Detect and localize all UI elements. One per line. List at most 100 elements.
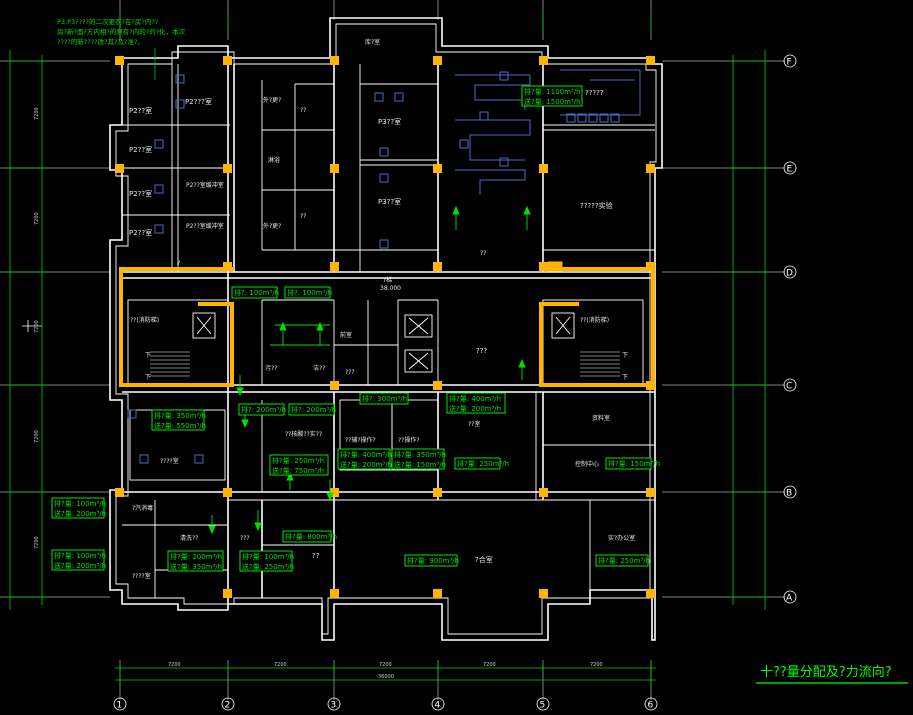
axis-col-5: 5 (540, 701, 546, 711)
flow-5: 排?: 300m³/h (362, 394, 407, 403)
flow-18: 排?量: 250m³/h (598, 556, 650, 565)
room-lab-small: ??操作? (398, 436, 420, 444)
flow-2b: 排?: 100m³/h (287, 288, 332, 297)
grid-lines (0, 0, 785, 700)
dim-left-3: 7200 (34, 320, 40, 333)
flow-4b: 排?: 200m³/h (291, 405, 336, 414)
axis-col-3: 3 (331, 701, 337, 711)
room-p2b: P2???室 (185, 97, 212, 106)
axis-row-D: D (786, 269, 793, 279)
flow-14b: 送?量: 350m³/h (170, 562, 222, 571)
drawing-notes: P3,P3????的二次更衣?在?房?内?? 房?新?面?方内相?的原有?内的?… (57, 17, 186, 80)
dim-bottom-1: 7200 (168, 662, 181, 668)
room-top-mid: 库?室 (365, 38, 380, 46)
room-stair2: ??(消防梯) (580, 316, 609, 324)
drawing-title: 十??量分配及?力流向? (760, 664, 892, 680)
airflow-labels: 排?量: 1100m³/h 送?量: 1500m³/h 排?: 100m³/h … (51, 85, 660, 572)
flow-3b: 送?量: 550m³/h (154, 421, 206, 430)
room-p2e: P2??室 (129, 228, 152, 237)
room-p3a: P3??室 (378, 117, 401, 126)
axis-bubbles-bottom: 1 2 3 4 5 6 (113, 697, 658, 711)
room-p2f: P2??室缓冲室 (186, 181, 224, 189)
flow-4a: 排?: 200m³/h (241, 405, 286, 414)
dim-bottom-2: 7200 (274, 662, 287, 668)
room-office: ??室 (468, 420, 480, 428)
axis-col-6: 6 (648, 701, 654, 711)
room-mid-right: ??? (476, 347, 487, 355)
flow-7b: 送?量: 750m³/h (272, 466, 324, 475)
room-buffer-1: ?? (300, 107, 306, 114)
room-wash-2: 外?更? (263, 222, 281, 230)
room-control: 控制中心 (575, 460, 599, 468)
flow-12a: 排?量: 100m³/h (54, 499, 106, 508)
axis-row-B: B (786, 489, 792, 499)
building-outline (109, 17, 663, 641)
structural-columns (115, 56, 655, 598)
room-mid-bottom: ?? (312, 552, 320, 560)
label-lift-elev: 38.000 (380, 285, 401, 292)
room-lift-lobby: 前室 (340, 331, 352, 339)
interior-walls (122, 58, 655, 604)
label-lift: ?梯 (383, 276, 392, 284)
flow-6a: 排?量: 400m³/h (449, 394, 501, 403)
note-line-3: ????的新????改?其?及?准?。 (57, 37, 144, 46)
room-dirty: 污?? (265, 364, 277, 372)
room-office-right: 实?办公室 (608, 534, 635, 542)
flow-13a: 排?量: 100m³/h (54, 551, 106, 560)
room-p3b: P3??室 (378, 197, 401, 206)
dim-bottom-3: 7200 (379, 662, 392, 668)
flow-1-exhaust: 排?量: 1100m³/h (524, 87, 581, 96)
flow-8a: 排?量: 400m³/h (340, 450, 392, 459)
note-line-2: 房?新?面?方内相?的原有?内的?的?化，本次 (57, 27, 186, 36)
axis-row-C: C (786, 382, 792, 392)
flow-15a: 排?量: 100m³/h (242, 552, 294, 561)
axis-col-1: 1 (117, 701, 123, 711)
flow-2a: 排?: 100m³/h (234, 288, 279, 297)
flow-9a: 排?量: 350m³/h (394, 450, 446, 459)
axis-row-F: F (787, 58, 792, 68)
room-p2c: P2??室 (129, 145, 152, 154)
note-line-1: P3,P3????的二次更衣?在?房?内?? (57, 17, 158, 26)
room-lab-l2: ?汽消毒 (132, 504, 153, 512)
flow-8b: 送?量: 200m³/h (340, 460, 392, 469)
dim-total: 36000 (378, 674, 394, 680)
room-corridor: ?? (480, 250, 486, 257)
dimension-lines (6, 10, 770, 685)
room-records: 资料室 (592, 414, 610, 422)
axis-row-A: A (786, 594, 793, 604)
flow-14a: 排?量: 200m³/h (170, 552, 222, 561)
airflow-arrows (208, 205, 531, 535)
flow-11: 排?量: 150m³/h (608, 459, 660, 468)
dim-left-5: 7200 (34, 536, 40, 549)
room-labels: P2??室 P2???室 P2??室 P2??室 P2??室 P2??室缓冲室 … (129, 38, 635, 580)
flow-10: 排?量: 250m³/h (457, 459, 509, 468)
flow-15b: 送?量: 250m³/h (242, 562, 294, 571)
flow-1-supply: 送?量: 1500m³/h (524, 97, 581, 106)
flow-16: 排?量: 800m³/h (285, 532, 337, 541)
flow-3a: 排?量: 350m³/h (154, 411, 206, 420)
dim-left-2: 7200 (34, 212, 40, 225)
room-shower: 淋浴 (268, 156, 280, 164)
axis-bubbles-right: F E D C B A (783, 54, 797, 604)
room-p2g: P2??室缓冲室 (186, 222, 224, 230)
room-buffer-2: ?? (300, 213, 306, 220)
dim-bottom-4: 7200 (483, 662, 496, 668)
room-bath: ??? (240, 535, 250, 542)
flow-12b: 送?量: 200m³/h (54, 509, 106, 518)
drawing-title-block: 十??量分配及?力流向? (756, 664, 908, 684)
room-wash-r: 清洗?? (180, 534, 198, 542)
room-lab-bottom: ????室 (132, 572, 151, 580)
stair-down-3: 下 (622, 352, 628, 359)
room-lab-l: ????室 (160, 457, 179, 465)
room-wash: 外?更? (263, 96, 281, 104)
room-clean: 洁?? (313, 364, 325, 372)
room-p2a: P2??室 (129, 106, 152, 115)
room-top-right: ????? (585, 89, 604, 97)
flow-17: 排?量: 900m³/h (407, 556, 459, 565)
dim-left-1: 7200 (34, 107, 40, 120)
room-stair1: ??(消防梯) (130, 316, 159, 324)
dimension-texts: 7200 7200 7200 7200 7200 36000 7200 7200… (34, 107, 603, 680)
axis-col-4: 4 (435, 701, 441, 711)
room-big-bottom: ?合室 (475, 555, 493, 564)
